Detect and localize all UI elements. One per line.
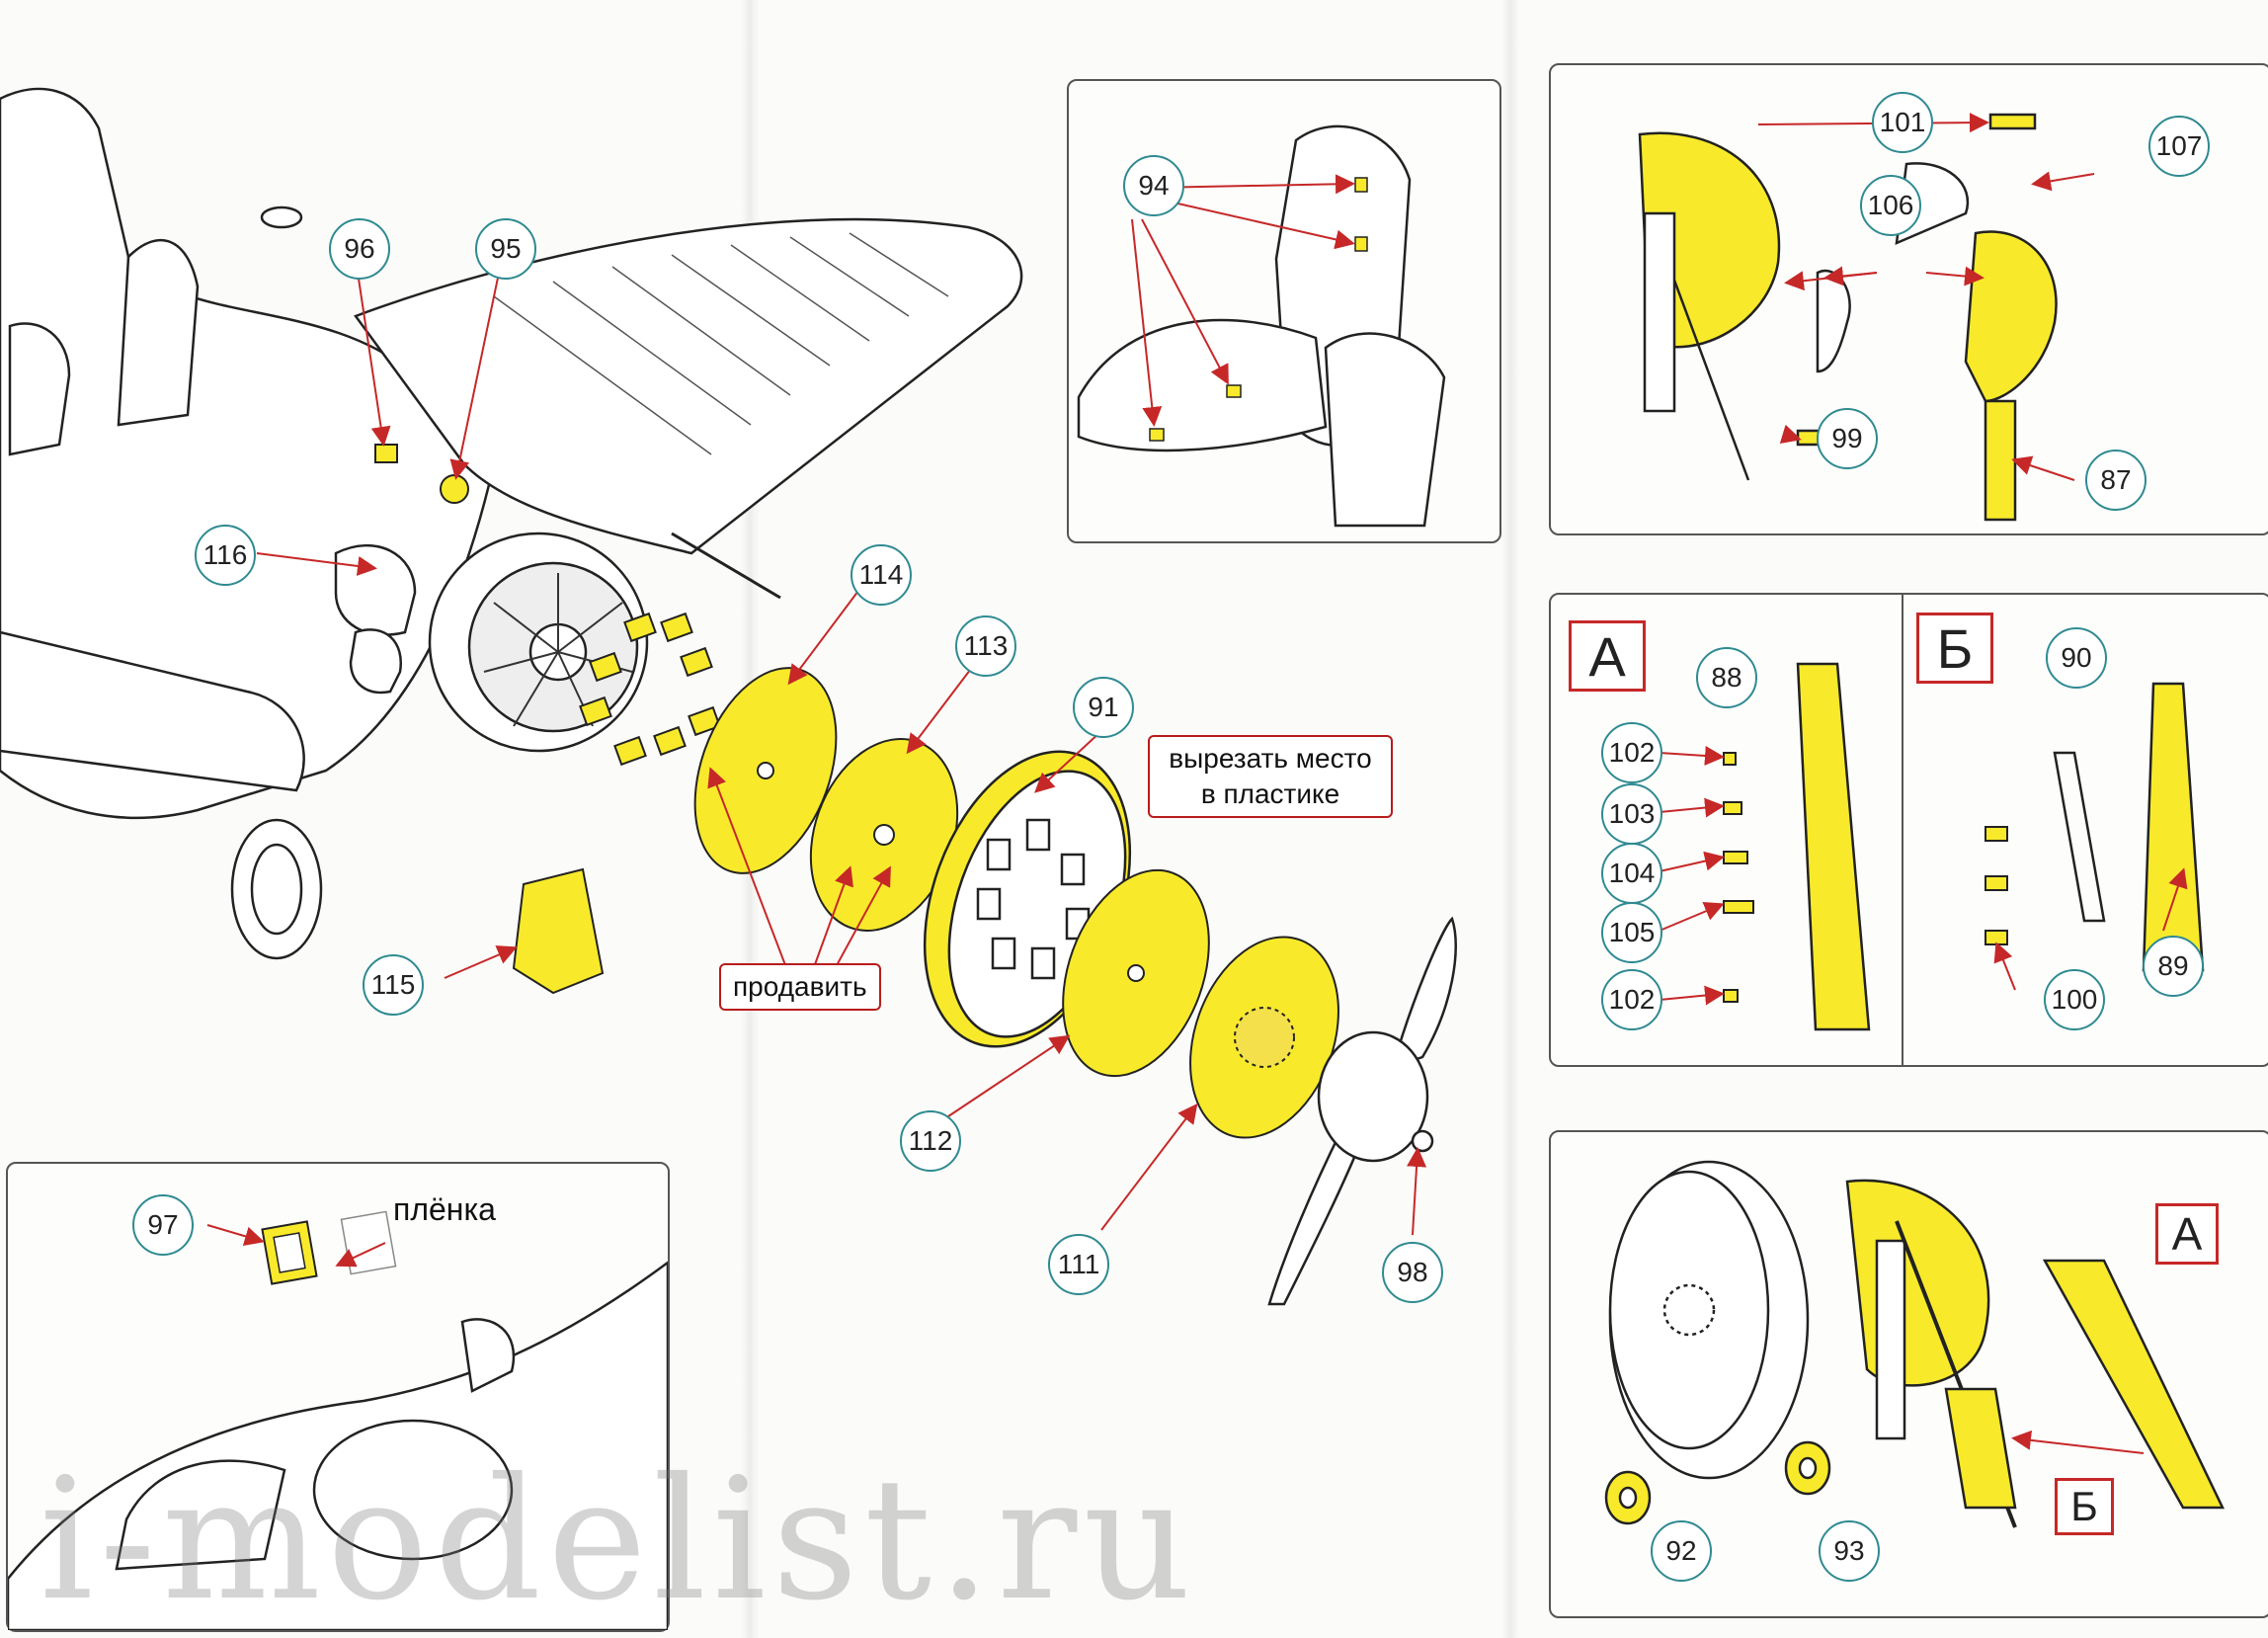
part-label-90: 90 [2046,627,2107,689]
cockpit-floor-panel [6,1162,670,1632]
part-label-89: 89 [2143,936,2204,997]
variant-a-marker-bottom: А [2155,1203,2219,1265]
control-surface-drawing [1659,595,2205,1065]
part-label-102-top: 102 [1601,722,1662,783]
part-label-107: 107 [2148,116,2210,177]
rudder-drawing [1638,113,2095,522]
note-cut-plastic: вырезать место в пластике [1148,735,1393,818]
note-press: продавить [719,963,881,1011]
variant-b-marker: Б [1916,613,1993,684]
control-surface-panel [1549,593,2268,1067]
part-label-105: 105 [1601,902,1662,963]
part-label-106: 106 [1860,175,1921,236]
tail-drawing [1077,124,1446,528]
tail-detail-panel [1067,79,1501,543]
part-label-93: 93 [1819,1520,1880,1582]
landing-gear-drawing [1604,1160,2225,1528]
aircraft-fuselage [0,87,496,960]
part-label-87: 87 [2085,450,2146,511]
part-label-98: 98 [1382,1242,1443,1303]
note-film: плёнка [393,1191,496,1227]
part-label-100: 100 [2044,969,2105,1030]
rudder-detail-panel [1549,63,2268,535]
part-label-94: 94 [1123,155,1184,216]
part-label-99: 99 [1817,408,1878,469]
part-label-92: 92 [1651,1520,1712,1582]
aircraft-wing [354,217,1023,600]
part-label-114: 114 [850,544,912,606]
part-label-102-bottom: 102 [1601,969,1662,1030]
variant-a-marker: А [1569,620,1646,692]
propeller [1267,916,1457,1306]
part-label-95: 95 [475,218,536,280]
page-fold [1501,0,1519,1638]
part-label-97: 97 [132,1194,194,1256]
variant-b-marker-bottom: Б [2055,1478,2114,1535]
part-label-101: 101 [1872,92,1933,153]
part-label-88: 88 [1696,647,1757,708]
etched-parts [374,444,721,995]
engine-assembly [334,532,649,753]
cowling-disk-112 [1062,868,1210,1078]
watermark: i-modelist.ru [40,1442,1197,1638]
part-label-113: 113 [955,615,1016,677]
part-label-112: 112 [900,1110,961,1172]
part-label-96: 96 [329,218,390,280]
part-label-103: 103 [1601,783,1662,845]
part-label-111: 111 [1048,1234,1109,1295]
part-label-115: 115 [363,954,424,1016]
cockpit-floor-drawing [8,1210,668,1630]
part-label-104: 104 [1601,843,1662,904]
part-label-91: 91 [1073,677,1134,738]
part-label-116: 116 [195,525,256,586]
